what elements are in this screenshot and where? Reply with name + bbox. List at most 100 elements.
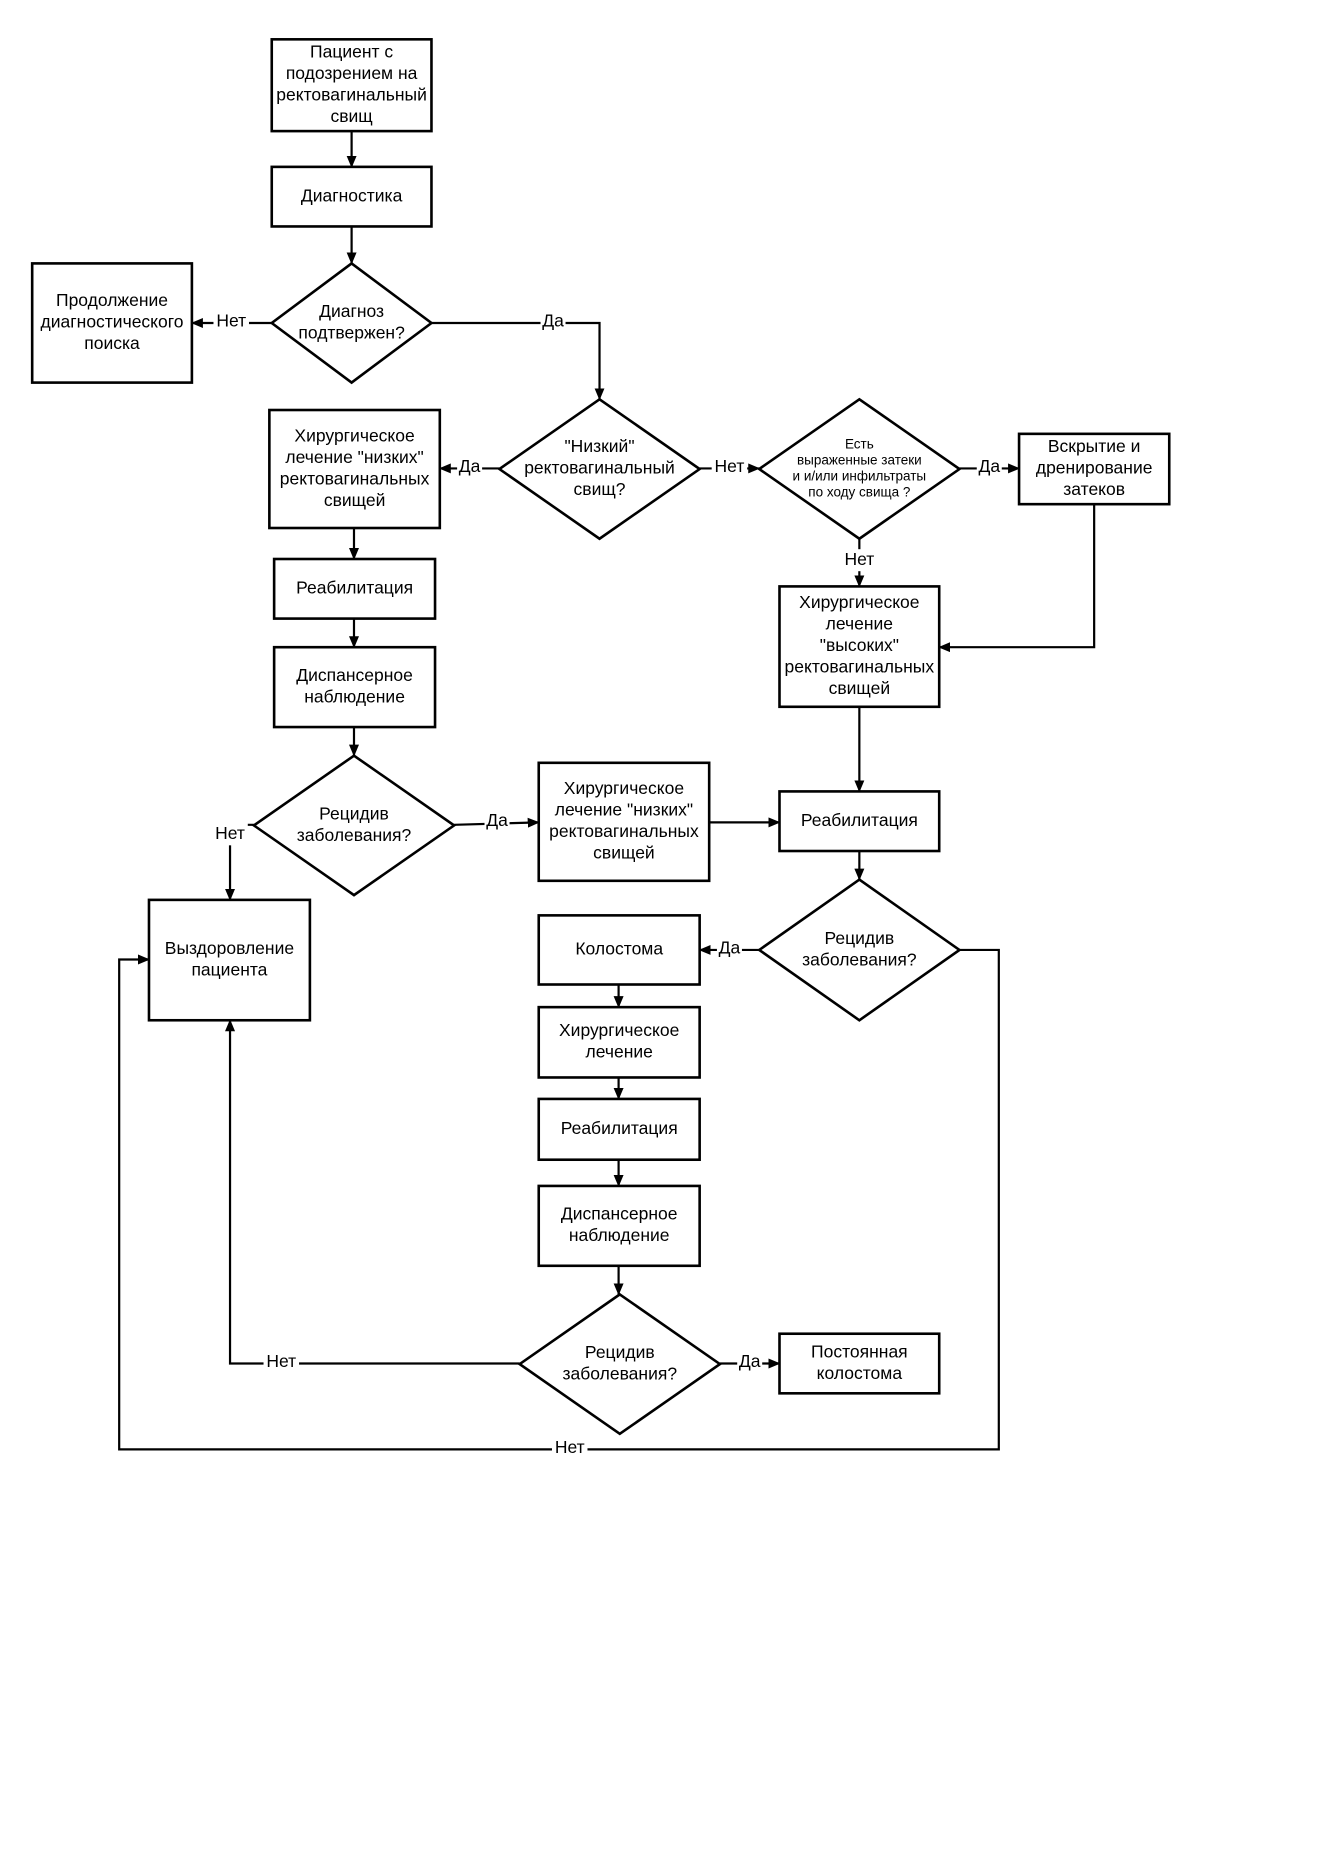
process-box	[537, 914, 701, 986]
node-text-line: лечение	[585, 1042, 652, 1062]
node-text-line: "Низкий"	[564, 436, 634, 456]
edge-label-text: Да	[542, 310, 564, 330]
edge-label: Нет	[213, 310, 249, 333]
node-text-line: Есть	[845, 437, 874, 452]
edge-label-background	[976, 456, 1002, 479]
edge-label: Да	[540, 310, 566, 333]
process-diagnostics: Диагностика	[270, 165, 433, 228]
node-text-line: затеков	[1063, 479, 1125, 499]
process-rehab-2: Реабилитация	[778, 790, 941, 853]
edge-label-text: Нет	[844, 549, 874, 569]
process-box	[537, 1184, 701, 1268]
node-text-line: лечение "низких"	[555, 800, 693, 820]
edge-label-background	[711, 456, 748, 479]
node-text-line: заболевания?	[802, 949, 917, 969]
process-box	[537, 761, 711, 883]
edge-label: Да	[976, 456, 1002, 479]
process-rehab-1: Реабилитация	[272, 557, 437, 620]
edge-drainage-to-surgery-high	[938, 504, 1096, 653]
edge-label: Нет	[841, 549, 878, 572]
edge-label: Да	[737, 1351, 763, 1374]
node-text-line: свищей	[324, 490, 386, 510]
edge-label: Нет	[711, 456, 748, 479]
process-box	[272, 645, 437, 729]
node-text-line: Реабилитация	[801, 810, 918, 830]
decision-diamond	[756, 397, 962, 541]
node-text-line: "высоких"	[820, 635, 899, 655]
process-box	[1017, 432, 1171, 506]
node-text-line: Хирургическое	[559, 1020, 679, 1040]
process-box	[778, 585, 941, 709]
edge-label-background	[263, 1351, 300, 1374]
node-text-line: Постоянная	[811, 1341, 908, 1361]
process-box	[147, 898, 312, 1022]
node-text-line: Пациент с	[310, 42, 393, 62]
node-text-line: свищей	[829, 678, 891, 698]
process-box	[537, 1097, 701, 1162]
process-box	[537, 1005, 701, 1079]
edge-label: Нет	[551, 1437, 588, 1460]
node-text-line: Диагноз	[319, 301, 384, 321]
edge-label-text: Да	[459, 456, 481, 476]
edge-label-text: Нет	[216, 310, 246, 330]
edge-label: Нет	[212, 823, 248, 846]
node-text-line: ректовагинальный	[276, 85, 427, 105]
node-text-line: заболевания?	[563, 1363, 678, 1383]
node-text-line: поиска	[84, 333, 140, 353]
edge-label-text: Да	[978, 456, 1000, 476]
process-box	[778, 790, 941, 853]
node-text-line: свищей	[593, 843, 655, 863]
edge-label-text: Нет	[715, 456, 745, 476]
node-text-line: по ходу свища ?	[808, 485, 910, 500]
process-rehab-3: Реабилитация	[537, 1097, 701, 1162]
edge-label-background	[540, 310, 566, 333]
node-text-line: выраженные затеки	[797, 453, 922, 468]
edge-label-background	[551, 1437, 588, 1460]
decision-diamond	[517, 1292, 723, 1436]
edge-label-text: Нет	[215, 823, 245, 843]
edge-label-text: Нет	[555, 1437, 585, 1457]
process-box	[30, 262, 194, 384]
node-text-line: подтвержен?	[298, 322, 405, 342]
node-text-line: Реабилитация	[296, 577, 413, 597]
node-text-line: Хирургическое	[564, 778, 684, 798]
node-text-line: ректовагинальный	[524, 458, 675, 478]
edge-label-background	[457, 456, 483, 479]
node-text-line: Рецидив	[585, 1342, 655, 1362]
node-text-line: лечение	[826, 614, 893, 634]
edge-relapse-3-to-recovery	[225, 1019, 520, 1365]
node-text-line: Колостома	[575, 939, 663, 959]
process-colostomy: Колостома	[537, 914, 701, 986]
node-text-line: наблюдение	[304, 687, 405, 707]
node-text-line: колостома	[817, 1363, 903, 1383]
node-text-line: Диспансерное	[561, 1204, 678, 1224]
node-text-line: Хирургическое	[799, 592, 919, 612]
decision-diamond	[756, 878, 962, 1022]
process-box	[270, 38, 433, 133]
edge-label: Да	[716, 937, 742, 960]
node-text-line: свищ	[330, 106, 372, 126]
node-text-line: дренирование	[1036, 458, 1153, 478]
node-text-line: Продолжение	[56, 290, 168, 310]
edge-label-background	[213, 310, 249, 333]
edge-label-background	[737, 1351, 763, 1374]
edge-label: Нет	[263, 1351, 300, 1374]
node-text-line: ректовагинальных	[280, 468, 430, 488]
node-text-line: лечение "низких"	[285, 447, 423, 467]
process-box	[778, 1332, 941, 1395]
node-text-line: наблюдение	[569, 1225, 670, 1245]
node-text-line: подозрением на	[286, 63, 418, 83]
